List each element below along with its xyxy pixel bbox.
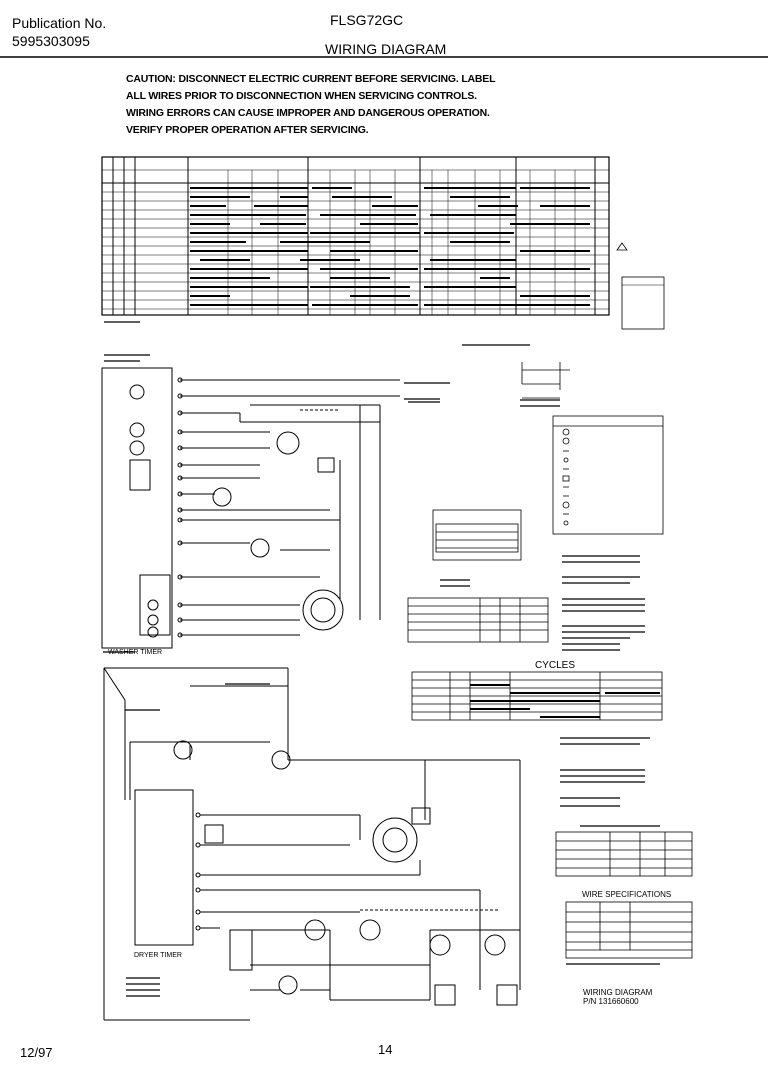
wire-specifications-label: WIRE SPECIFICATIONS [582, 890, 672, 899]
door-switch [271, 750, 291, 770]
fine-print-texture [103, 321, 660, 997]
warning-triangle [616, 242, 628, 251]
footer-date: 12/97 [20, 1045, 53, 1060]
part-number-label: P/N 131660600 [583, 997, 639, 1006]
drain-pump-motor [212, 487, 232, 507]
caution-line: VERIFY PROPER OPERATION AFTER SERVICING. [126, 124, 369, 136]
water-valve [276, 431, 300, 455]
selector-table [555, 831, 693, 877]
igniter [496, 984, 518, 1006]
connector-block [432, 509, 522, 561]
cycling-thermostat [304, 919, 326, 941]
switch-table [407, 597, 549, 643]
timer-sequence-chart [101, 156, 610, 316]
dryer-timer-label: DRYER TIMER [134, 952, 182, 959]
wire-spec-table [565, 901, 693, 959]
cycles-label: CYCLES [535, 660, 576, 671]
caution-line: ALL WIRES PRIOR TO DISCONNECTION WHEN SE… [126, 90, 477, 102]
sequence-bars [190, 187, 590, 306]
page-number: 14 [378, 1042, 393, 1057]
dryer-motor [372, 817, 418, 863]
cycles-chart [411, 671, 663, 721]
publication-label: Publication No. [12, 15, 107, 31]
booster-coil [484, 934, 506, 956]
washer-timer-label: WASHER TIMER [108, 649, 163, 656]
washer-schematic [101, 367, 400, 649]
timer-motor [204, 824, 224, 844]
caution-line: WIRING ERRORS CAN CAUSE IMPROPER AND DAN… [126, 107, 490, 119]
wiring-diagram-label: WIRING DIAGRAM [583, 988, 653, 997]
secondary-coil [429, 934, 451, 956]
gas-valve [411, 807, 431, 825]
fabric-selector-switch [229, 929, 253, 971]
symbol-legend [552, 415, 664, 535]
publication-number: 5995303095 [12, 33, 90, 49]
washer-motor [302, 589, 344, 631]
mixing-valve [317, 457, 335, 473]
sequence-legend-box [621, 276, 665, 330]
page-title: WIRING DIAGRAM [325, 41, 447, 57]
model-number: FLSG72GC [330, 12, 404, 28]
high-limit-thermostat [359, 919, 381, 941]
drum-lamp [173, 740, 193, 760]
flame-sensor [434, 984, 456, 1006]
dryer-schematic [103, 667, 521, 1021]
caution-line: CAUTION: DISCONNECT ELECTRIC CURRENT BEF… [126, 73, 496, 85]
dimension-sketch [521, 362, 570, 399]
caution-notice: CAUTION: DISCONNECT ELECTRIC CURRENT BEF… [126, 73, 496, 142]
pump-motor [250, 538, 270, 558]
thermistor [278, 975, 298, 995]
